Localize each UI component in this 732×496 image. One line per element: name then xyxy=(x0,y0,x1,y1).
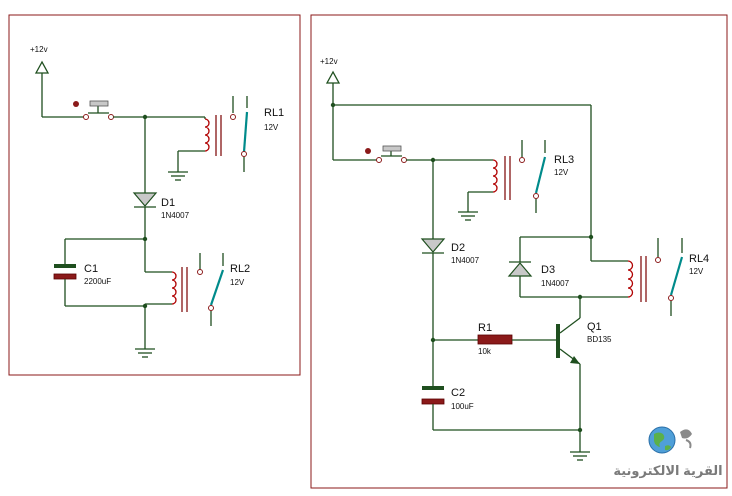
right-pushbutton[interactable] xyxy=(365,145,407,163)
d3-name: D3 xyxy=(541,264,555,276)
d2-name: D2 xyxy=(451,242,465,254)
rl2-value: 12V xyxy=(230,278,245,287)
d1-name: D1 xyxy=(161,197,175,209)
capacitor-c1: C1 2200uF xyxy=(53,263,111,286)
r1-name: R1 xyxy=(478,322,492,334)
rl3-name: RL3 xyxy=(554,154,574,166)
left-circuit: +12v RL1 12V xyxy=(30,45,284,358)
d1-value: 1N4007 xyxy=(161,211,190,220)
c1-value: 2200uF xyxy=(84,277,111,286)
left-supply-terminal: +12v xyxy=(30,45,50,117)
r1-value: 10k xyxy=(478,347,492,356)
left-pushbutton[interactable] xyxy=(73,100,114,120)
left-supply-label: +12v xyxy=(30,45,48,54)
diode-d2: D2 1N4007 xyxy=(420,238,480,265)
q1-value: BD135 xyxy=(587,335,612,344)
c2-value: 100uF xyxy=(451,402,474,411)
relay-rl4: RL4 12V xyxy=(627,238,709,316)
diode-d1: D1 1N4007 xyxy=(132,192,190,220)
right-supply-terminal: +12v xyxy=(320,57,341,84)
right-supply-label: +12v xyxy=(320,57,338,66)
d3-value: 1N4007 xyxy=(541,279,570,288)
rl3-value: 12V xyxy=(554,168,569,177)
relay-rl1: RL1 12V xyxy=(168,96,284,181)
rl1-name: RL1 xyxy=(264,107,284,119)
logo-text: القرية الالكترونية xyxy=(613,463,722,478)
site-logo: القرية الالكترونية xyxy=(613,426,723,478)
rl4-name: RL4 xyxy=(689,253,709,265)
c1-name: C1 xyxy=(84,263,98,275)
transistor-q1: Q1 BD135 xyxy=(556,297,612,430)
right-circuit: +12v xyxy=(320,57,709,461)
relay-rl2: RL2 12V xyxy=(145,253,250,326)
c2-name: C2 xyxy=(451,387,465,399)
right-frame xyxy=(310,14,728,489)
relay-rl3: RL3 12V xyxy=(458,140,574,221)
capacitor-c2: C2 100uF xyxy=(421,386,474,411)
rl2-name: RL2 xyxy=(230,263,250,275)
left-frame xyxy=(8,14,301,376)
rl4-value: 12V xyxy=(689,267,704,276)
left-ground xyxy=(135,348,155,358)
diode-d3: D3 1N4007 xyxy=(507,261,570,288)
rl1-value: 12V xyxy=(264,123,279,132)
q1-name: Q1 xyxy=(587,321,602,333)
right-ground xyxy=(570,451,590,461)
resistor-r1: R1 10k xyxy=(477,322,513,356)
d2-value: 1N4007 xyxy=(451,256,480,265)
